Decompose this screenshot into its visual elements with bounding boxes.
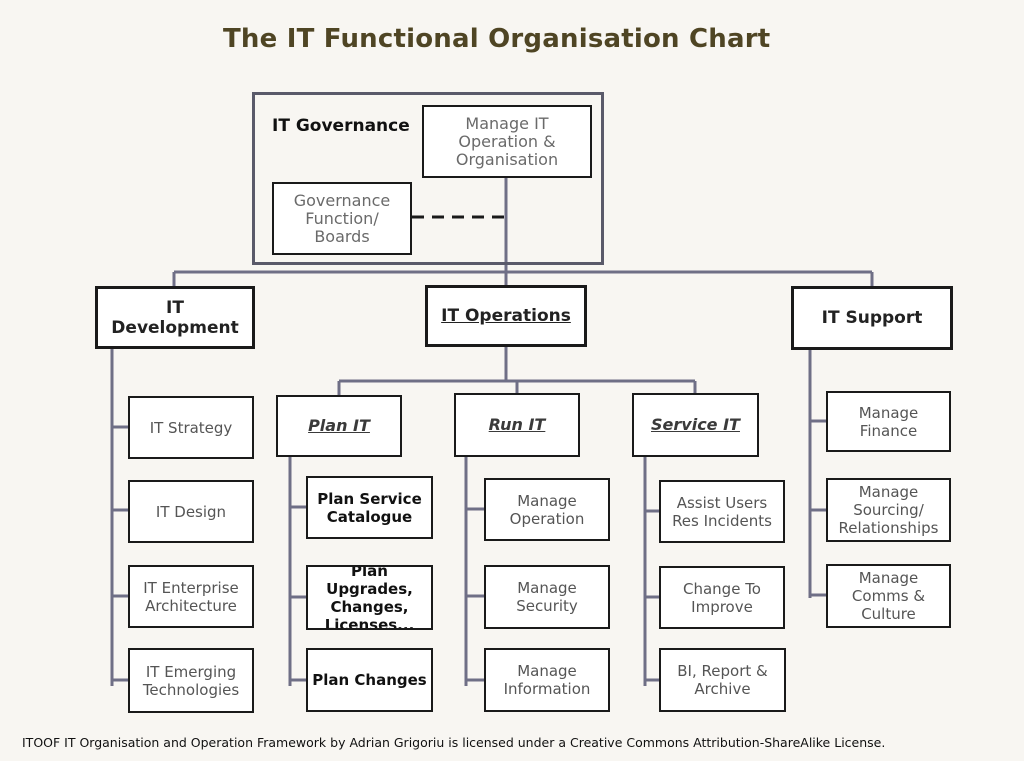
node-manage-it-operation: Manage IT Operation & Organisation	[422, 105, 592, 178]
node-plan-item: Plan Service Catalogue	[306, 476, 433, 539]
governance-group	[252, 92, 604, 265]
node-plan-item: Plan Upgrades, Changes, Licenses...	[306, 565, 433, 630]
node-support-item: Manage Finance	[826, 391, 951, 452]
node-it-operations-label: IT Operations	[441, 306, 571, 326]
page-title: The IT Functional Organisation Chart	[223, 24, 771, 54]
node-governance-boards: Governance Function/ Boards	[272, 182, 412, 255]
node-run-item: Manage Security	[484, 565, 610, 629]
node-plan-item: Plan Changes	[306, 648, 433, 712]
node-run-item: Manage Information	[484, 648, 610, 712]
node-it-support: IT Support	[791, 286, 953, 350]
node-service-item: Assist Users Res Incidents	[659, 480, 785, 543]
node-dev-item: IT Enterprise Architecture	[128, 565, 254, 628]
node-dev-item: IT Emerging Technologies	[128, 648, 254, 713]
node-support-item: Manage Comms & Culture	[826, 564, 951, 628]
node-dev-item: IT Strategy	[128, 396, 254, 459]
node-run-item: Manage Operation	[484, 478, 610, 541]
node-it-operations: IT Operations	[425, 285, 587, 347]
node-support-item: Manage Sourcing/ Relationships	[826, 478, 951, 542]
governance-label: IT Governance	[272, 116, 410, 136]
node-dev-item: IT Design	[128, 480, 254, 543]
node-service-it: Service IT	[632, 393, 759, 457]
node-it-development: IT Development	[95, 286, 255, 349]
node-service-item: BI, Report & Archive	[659, 648, 786, 712]
node-plan-it: Plan IT	[276, 395, 402, 457]
license-footer: ITOOF IT Organisation and Operation Fram…	[22, 735, 886, 750]
node-run-it: Run IT	[454, 393, 580, 457]
node-service-item: Change To Improve	[659, 566, 785, 629]
